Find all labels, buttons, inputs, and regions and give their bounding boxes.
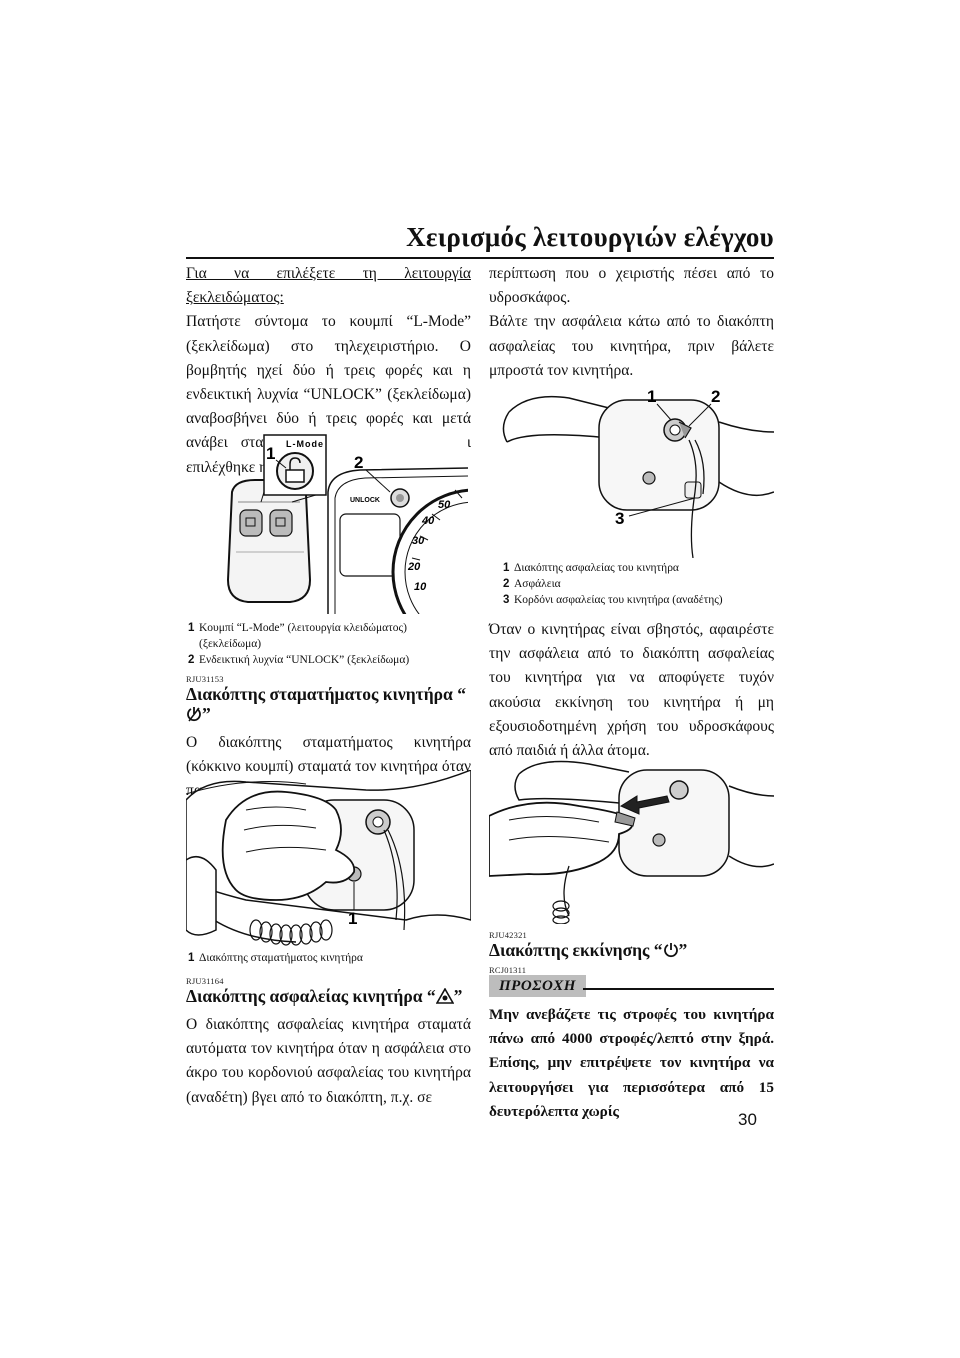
ref-code: RJU31164 <box>186 976 224 986</box>
figure1-captions: 1 Κουμπί “L-Mode” (λειτουργία κλειδώματος… <box>188 620 473 668</box>
figure-stop-switch-press: 1 <box>186 770 471 946</box>
caption-num: 1 <box>188 622 195 634</box>
callout-2: 2 <box>711 387 720 406</box>
page-header-title: Χειρισμός λειτουργιών ελέγχου <box>406 222 774 252</box>
figure2-captions: 1 Διακόπτης σταματήματος κινητήρα <box>188 950 473 966</box>
callout-1: 1 <box>647 387 656 406</box>
start-icon <box>663 942 679 963</box>
gauge-number: 20 <box>407 561 421 573</box>
caption-text: Κουμπί “L-Mode” (λειτουργία κλειδώματος) <box>199 622 407 634</box>
continued-text: περίπτωση που ο χειριστής πέσει από το υ… <box>489 265 774 307</box>
gauge-number: 50 <box>438 499 451 511</box>
ref-code: RJU42321 <box>489 930 527 940</box>
callout-3: 3 <box>615 509 624 528</box>
caption-text: (ξεκλείδωμα) <box>199 638 262 650</box>
caution-label: ΠΡΟΣΟΧΗ <box>489 975 586 997</box>
figure-safety-switch-clip: 1 2 3 <box>502 387 774 558</box>
stop-icon <box>186 706 202 727</box>
section-title: Διακόπτης σταματήματος κινητήρα “” <box>186 684 471 727</box>
caption-text: Ασφάλεια <box>514 578 561 590</box>
unlock-label: UNLOCK <box>350 497 380 504</box>
figure-remove-clip <box>489 760 774 924</box>
caution-bar: ΠΡΟΣΟΧΗ <box>489 975 774 997</box>
figure3-captions: 1 Διακόπτης ασφαλείας του κινητήρα 2 Ασφάλ… <box>503 560 773 608</box>
caption-num: 2 <box>188 654 195 666</box>
lmode-label: L-Mode <box>286 439 324 449</box>
gauge-number: 10 <box>414 581 427 593</box>
caution-ref-code: RCJ01311 <box>489 965 527 975</box>
callout-1: 1 <box>266 444 275 463</box>
section-title: Διακόπτης εκκίνησης “” <box>489 940 774 963</box>
gauge-number: 40 <box>421 515 435 527</box>
header-rule <box>186 257 774 259</box>
caption-text: Διακόπτης ασφαλείας του κινητήρα <box>514 562 679 574</box>
caption-text: Διακόπτης σταματήματος κινητήρα <box>199 952 363 964</box>
callout-1: 1 <box>348 909 357 928</box>
right-intro: περίπτωση που ο χειριστής πέσει από το υ… <box>489 262 774 383</box>
callout-2: 2 <box>354 453 363 472</box>
ref-code: RJU31153 <box>186 674 224 684</box>
caption-num: 3 <box>503 594 510 606</box>
gauge-number: 30 <box>412 535 425 547</box>
caption-num: 2 <box>503 578 510 590</box>
insert-clip-text: Βάλτε την ασφάλεια κάτω από το διακόπτη … <box>489 313 774 379</box>
section-start-switch: RJU42321 Διακόπτης εκκίνησης “” RCJ01311… <box>489 930 774 1124</box>
caution-text: Μην ανεβάζετε τις στροφές του κινητήρα π… <box>489 1006 774 1120</box>
safety-switch-icon <box>435 987 455 1009</box>
caption-num: 1 <box>188 952 195 964</box>
caution-rule <box>583 988 774 990</box>
figure-remote-unlock: UNLOCK 50 40 30 20 10 L-Mode 1 2 <box>226 432 468 614</box>
safety-switch-text: Ο διακόπτης ασφαλείας κινητήρα σταματά α… <box>186 1016 471 1106</box>
intro-heading: Για να επιλέξετε τη λειτουργία ξεκλειδώμ… <box>186 265 471 307</box>
caption-text: Ενδεικτική λυχνία “UNLOCK” (ξεκλείδωμα) <box>199 654 410 666</box>
caption-num: 1 <box>503 562 510 574</box>
remove-clip-text: Όταν ο κινητήρας είναι σβηστός, αφαιρέστ… <box>489 621 774 760</box>
caption-text: Κορδόνι ασφαλείας του κινητήρα (αναδέτης… <box>514 594 723 606</box>
section-title: Διακόπτης ασφαλείας κινητήρα “” <box>186 986 471 1009</box>
page-number: 30 <box>738 1110 757 1129</box>
section-safety-switch: RJU31164 Διακόπτης ασφαλείας κινητήρα “”… <box>186 976 471 1110</box>
